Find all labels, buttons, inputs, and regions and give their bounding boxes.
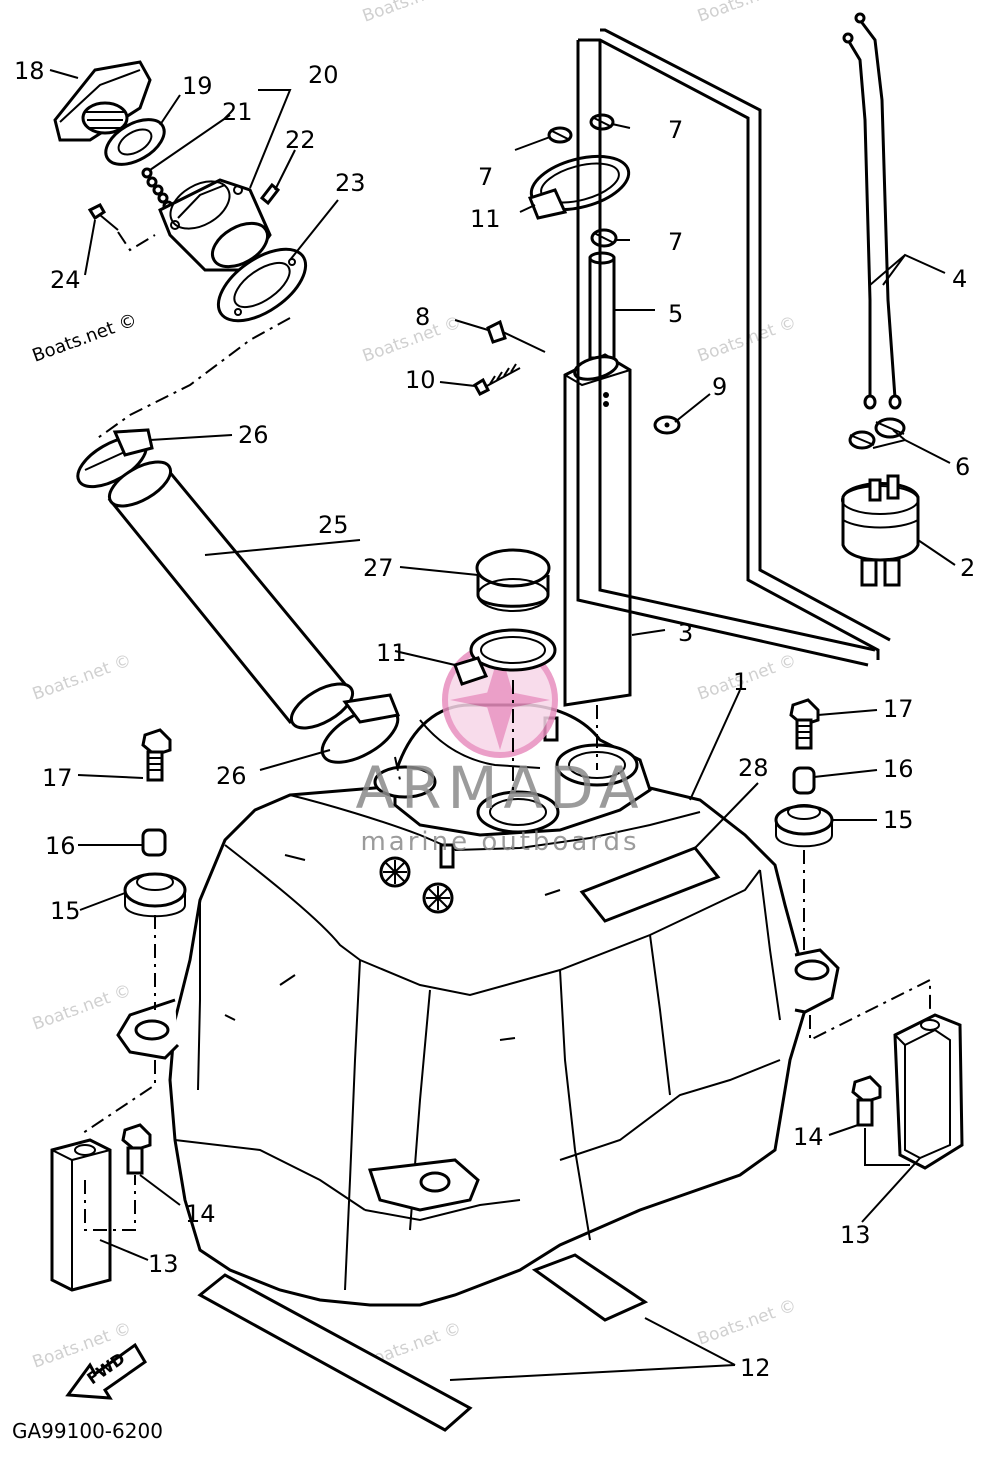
callout-8: 8 [415,303,430,331]
watermark: Boats.net © [360,0,464,27]
fuel-pickup-assembly [472,113,681,770]
left-mount-block [50,1123,152,1292]
callout-12: 12 [740,1354,771,1382]
diagram-code: GA99100-6200 [12,1419,163,1443]
watermark: Boats.net © [695,1295,799,1349]
callout-1: 1 [733,668,748,696]
callout-numbers: 18 19 20 21 22 23 24 7 7 11 7 5 8 10 9 4… [14,57,975,1382]
callout-20: 20 [308,61,339,89]
callout-18: 18 [14,57,45,85]
callout-26a: 26 [238,421,269,449]
right-mount-hardware [774,698,834,950]
callout-7c: 7 [668,228,683,256]
callout-5: 5 [668,300,683,328]
filler-cap-assembly [53,60,308,323]
watermark: Boats.net © [695,0,799,27]
callout-7b: 7 [478,163,493,191]
callout-6: 6 [955,453,970,481]
callout-4: 4 [952,265,967,293]
callout-21: 21 [222,98,253,126]
brand-tagline: marine outboards [360,827,639,857]
cap-chain [141,167,174,212]
watermark: Boats.net © [30,650,134,704]
callout-17b: 17 [883,695,914,723]
left-mount-hardware [79,728,187,1136]
brand-name: ARMADA [355,754,644,822]
callout-11a: 11 [470,205,501,233]
filler-hose-assembly [76,317,401,781]
callout-14b: 14 [793,1123,824,1151]
right-mount-block [809,978,964,1170]
callout-23: 23 [335,169,366,197]
callout-28: 28 [738,754,769,782]
watermark: Boats.net © [30,980,134,1034]
cap-and-clamp [453,548,557,795]
callout-17a: 17 [42,764,73,792]
callout-25: 25 [318,511,349,539]
callout-16a: 16 [45,832,76,860]
callout-15b: 15 [883,806,914,834]
fuel-lines-and-filter [576,12,920,667]
callout-26b: 26 [216,762,247,790]
leader-lines [49,69,956,1381]
callout-13a: 13 [148,1250,179,1278]
callout-9: 9 [712,373,727,401]
callout-10: 10 [405,366,436,394]
callout-15a: 15 [50,897,81,925]
callout-7a: 7 [668,116,683,144]
watermark-dark: Boats.net © [30,309,140,366]
callout-19: 19 [182,72,213,100]
callout-3: 3 [678,619,693,647]
callout-27: 27 [363,554,394,582]
tank-pads [197,1253,649,1432]
callout-13b: 13 [840,1221,871,1249]
callout-2: 2 [960,554,975,582]
callout-11b: 11 [376,639,407,667]
callout-14a: 14 [185,1200,216,1228]
watermark: Boats.net © [360,312,464,366]
callout-22: 22 [285,126,316,154]
callout-24: 24 [50,266,81,294]
callout-16b: 16 [883,755,914,783]
